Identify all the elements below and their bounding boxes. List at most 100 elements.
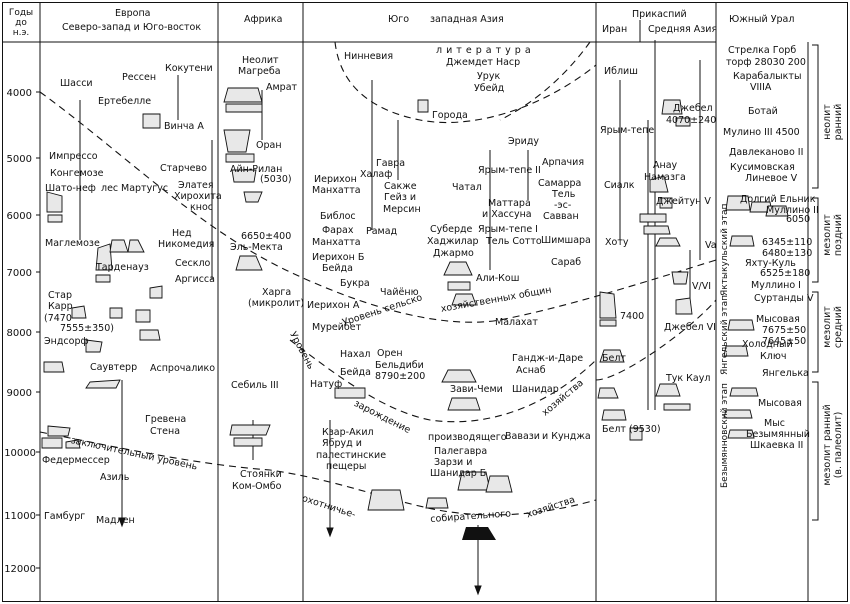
site-label: Иерихон Б — [312, 252, 365, 263]
site-label: Старчево — [160, 163, 207, 174]
header-caspian: Прикаспий — [632, 9, 687, 20]
site-label: Иерихон — [314, 174, 357, 185]
year-label: 9000 — [6, 388, 32, 399]
site-label: Бейда — [340, 367, 371, 378]
site-label: Стоянки — [240, 469, 282, 480]
site-label: Амрат — [266, 82, 298, 93]
site-label: Мартугус — [121, 183, 169, 194]
site-label: Никомедия — [158, 239, 215, 250]
year-label: 4000 — [6, 88, 32, 99]
header-south-urals: Южный Урал — [729, 14, 795, 25]
year-label: 11000 — [4, 511, 36, 522]
site-label: Анау — [653, 160, 678, 171]
site-label: Тук Каул — [666, 373, 711, 384]
site-label: Гревена — [145, 414, 187, 425]
site-label: Долгий Ельник — [740, 194, 816, 205]
site-label: пещеры — [326, 461, 367, 472]
site-label: Чатал — [452, 182, 482, 193]
site-label: Мысовая — [758, 398, 802, 409]
site-label: Шанидар Б — [430, 468, 487, 479]
site-label: 6480±130 — [762, 248, 813, 259]
site-label: Маглемозе — [45, 238, 100, 249]
site-label: Джебел — [673, 103, 713, 114]
site-label: V/VI — [692, 281, 711, 292]
site-label: Суртанды V — [754, 293, 814, 304]
site-label: (7470 — [44, 313, 72, 324]
site-label: Убейд — [474, 83, 505, 94]
origin-production-curve — [289, 339, 597, 423]
year-label: 5000 — [6, 154, 32, 165]
site-label: Ком-Омбо — [232, 481, 282, 492]
site-label: Аснаб — [516, 365, 546, 376]
site-label: Карабалыкты — [733, 71, 802, 82]
site-label: Бейда — [322, 263, 353, 274]
site-label: торф 28030 200 — [726, 57, 806, 68]
site-label: лес — [101, 183, 119, 194]
site-label: Ертебелле — [98, 96, 152, 107]
site-label: Ярым-тепе — [600, 125, 655, 136]
site-label: Ябруд и — [322, 438, 362, 449]
site-label: палестинские — [316, 450, 387, 461]
stage-yangel: Янгельский этап — [720, 295, 730, 375]
header-central-asia: Средняя Азия — [648, 24, 718, 35]
site-label: Джебел VI — [664, 322, 716, 333]
site-label: Стар — [48, 290, 73, 301]
site-label: 7645±50 — [762, 336, 807, 347]
site-label: Гандж-и-Даре — [512, 353, 584, 364]
site-label: (5030) — [260, 174, 292, 185]
site-label: Хоту — [605, 237, 629, 248]
site-label: Шимшара — [541, 235, 591, 246]
year-label: 6000 — [6, 211, 32, 222]
site-label: Азиль — [100, 472, 130, 483]
site-label: Сиалк — [604, 180, 635, 191]
year-label: 8000 — [6, 328, 32, 339]
site-label: Аргисса — [175, 274, 215, 285]
site-label: Гавра — [376, 158, 406, 169]
artifact-glyphs — [41, 87, 789, 511]
site-label: 4070±240 — [666, 115, 717, 126]
period-neolit: неолит ранний — [822, 103, 844, 141]
site-label: Мулино III 4500 — [723, 127, 800, 138]
site-label: Элатея — [178, 180, 214, 191]
site-label: Кокутени — [165, 63, 213, 74]
site-label: Янгелька — [762, 368, 809, 379]
site-label: Ярым-тепе I — [478, 224, 538, 235]
site-label: Вавази — [505, 431, 540, 442]
agri-level-curve — [39, 91, 717, 323]
site-label: 7675±50 — [762, 325, 807, 336]
site-label: Шасси — [60, 78, 93, 89]
site-label: Мадлен — [96, 515, 135, 526]
site-label: Давлеканово II — [729, 147, 804, 158]
site-label: Орен — [377, 348, 403, 359]
site-label: Сараб — [551, 257, 582, 268]
site-label: Карр — [48, 301, 73, 312]
years-header: Годы до н.э. — [8, 8, 34, 38]
site-label: Себиль III — [231, 380, 279, 391]
site-label: Va — [705, 240, 717, 251]
site-label: Мыс — [764, 418, 785, 429]
site-label: и Кунджа — [542, 431, 591, 442]
site-label: Халаф — [360, 169, 393, 180]
site-label: Айн-Рилан — [230, 164, 283, 175]
site-label: Мерсин — [383, 204, 421, 215]
year-label: 12000 — [4, 564, 36, 575]
site-label: Хирохита — [174, 191, 222, 202]
stage-bezym: Безымянновский этап — [720, 383, 730, 488]
site-label: Джемдет Наср — [446, 57, 521, 68]
site-label: Манхатта — [312, 237, 361, 248]
site-label: Стена — [150, 426, 181, 437]
header-africa: Африка — [244, 14, 283, 25]
header-sw-asia-right: западная Азия — [430, 14, 504, 25]
site-label: Урук — [477, 71, 501, 82]
site-label: Иерихон А — [307, 300, 360, 311]
site-label: Харга — [262, 287, 292, 298]
site-label: Библос — [320, 211, 356, 222]
zone-label: производящего — [428, 432, 507, 443]
site-label: Бельдиби — [375, 360, 424, 371]
year-label: 7000 — [6, 268, 32, 279]
site-label: Эндсорф — [44, 336, 89, 347]
site-label: Саувтерр — [90, 362, 138, 373]
site-label: Эриду — [508, 136, 540, 147]
